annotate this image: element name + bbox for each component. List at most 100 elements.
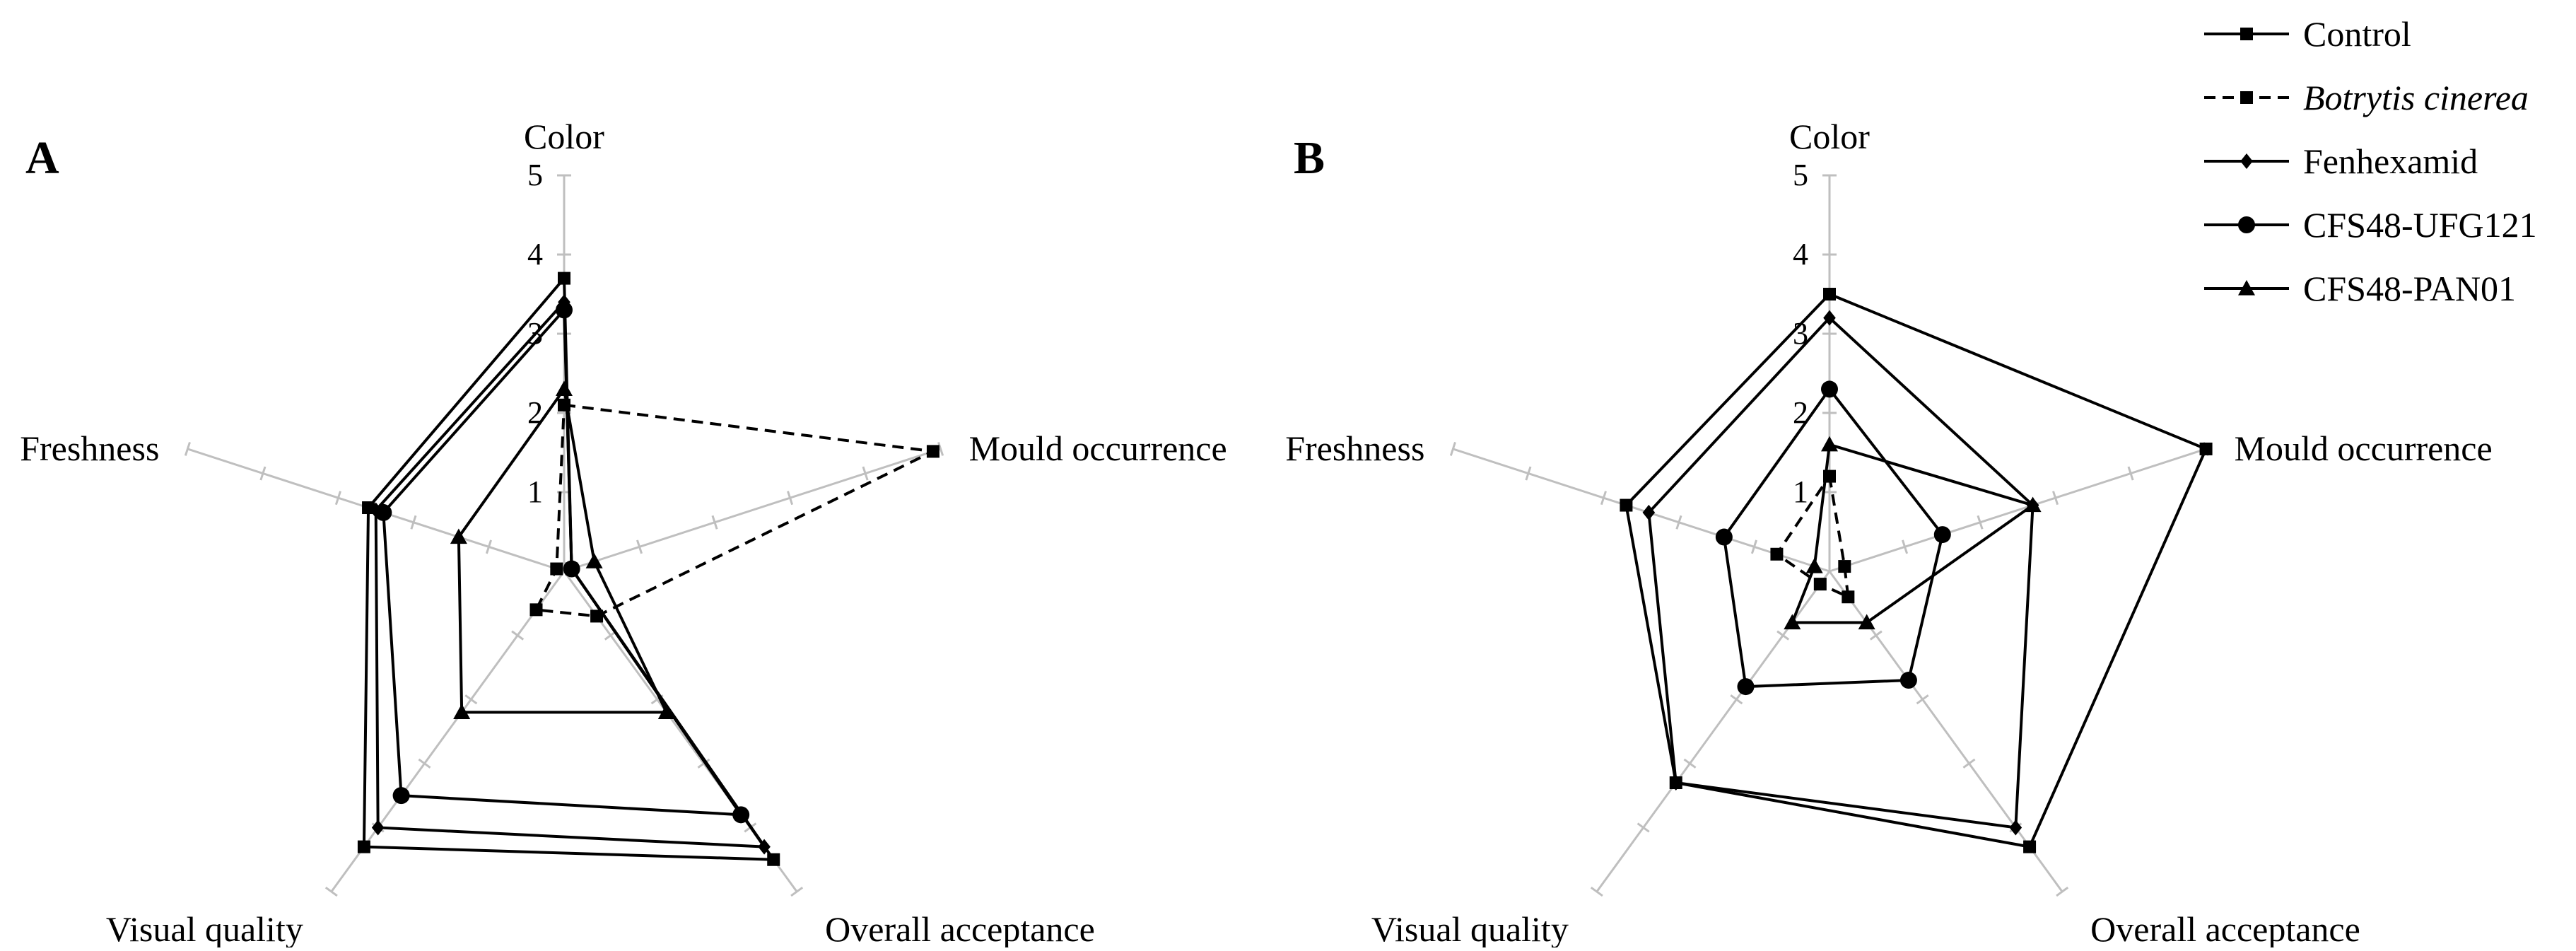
axis-label-overall-acceptance: Overall acceptance (825, 909, 1095, 947)
axis-label-freshness: Freshness (20, 428, 159, 468)
legend-item-cfs48-ufg121: CFS48-UFG121 (2204, 205, 2537, 245)
axis-tick (324, 886, 338, 897)
axis-label-visual-quality: Visual quality (1371, 909, 1569, 947)
data-point-cfs48-ufg121-color (1821, 380, 1838, 398)
panel-letter: B (1294, 132, 1325, 184)
data-point-cfs48-pan01-visual-quality (453, 704, 471, 719)
data-point-cfs48-pan01-mould-occurrence (2024, 496, 2042, 513)
data-point-cfs48-pan01-color (1821, 436, 1838, 452)
series-botrytis-cinerea (529, 398, 939, 623)
axis-tick (1902, 539, 1909, 554)
axis-label-mould-occurrence: Mould occurrence (969, 428, 1227, 468)
data-point-botrytis-cinerea-freshness (1770, 547, 1784, 561)
legend-item-botrytis-cinerea: Botrytis cinerea (2204, 78, 2529, 117)
data-point-cfs48-ufg121-visual-quality (1737, 678, 1755, 696)
legend-marker-square (2240, 28, 2253, 40)
axis-line-freshness (1452, 448, 1830, 573)
axis-tick (1637, 822, 1650, 833)
axis-tick (1869, 630, 1883, 641)
data-point-control-mould-occurrence (2199, 442, 2213, 455)
axis-tick (1977, 515, 1984, 530)
axis-tick (787, 491, 794, 506)
data-point-fenhexamid-color (1823, 310, 1836, 326)
data-point-control-overall-acceptance (767, 853, 780, 866)
axis-label-overall-acceptance: Overall acceptance (2090, 909, 2360, 947)
axis-tick (1449, 441, 1456, 456)
axis-tick (1600, 491, 1607, 506)
series-line-botrytis-cinerea (534, 403, 935, 618)
tick-label-4: 4 (527, 237, 543, 272)
data-point-cfs48-pan01-overall-acceptance (657, 704, 675, 719)
data-point-cfs48-ufg121-mould-occurrence (1933, 526, 1951, 544)
legend-label: Fenhexamid (2303, 141, 2478, 181)
axis-tick (790, 886, 804, 897)
axis-tick (2056, 886, 2069, 897)
axis-tick (636, 539, 643, 554)
axis-tick (1962, 758, 1976, 769)
axis-tick (862, 466, 869, 481)
data-point-cfs48-ufg121-mould-occurrence (563, 560, 580, 578)
series-line-control (1624, 293, 2208, 848)
tick-label-2: 2 (527, 395, 543, 430)
axis-tick (1730, 694, 1743, 705)
axis-tick (511, 630, 525, 641)
series-control (1620, 288, 2213, 853)
panel-letter: A (25, 132, 59, 184)
data-point-botrytis-cinerea-overall-acceptance (1842, 590, 1855, 604)
axis-tick (464, 694, 478, 705)
data-point-botrytis-cinerea-freshness (550, 562, 563, 576)
data-point-fenhexamid-freshness (1642, 504, 1656, 520)
data-point-cfs48-pan01-freshness (450, 528, 467, 544)
legend-item-fenhexamid: Fenhexamid (2204, 141, 2478, 181)
tick-label-1: 1 (527, 474, 543, 509)
series-cfs48-pan01 (450, 380, 675, 719)
data-point-fenhexamid-visual-quality (1669, 775, 1682, 791)
data-point-cfs48-pan01-freshness (1805, 558, 1823, 573)
legend-marker-circle (2238, 216, 2255, 233)
series-line-cfs48-ufg121 (1722, 387, 1944, 689)
data-point-fenhexamid-visual-quality (371, 819, 385, 836)
legend-marker-diamond (2240, 153, 2253, 169)
series-line-fenhexamid (1647, 316, 2035, 829)
axis-tick (1675, 515, 1682, 530)
legend-label: CFS48-UFG121 (2303, 205, 2537, 245)
data-point-control-freshness (1620, 498, 1633, 512)
axis-tick (1916, 694, 1929, 705)
axis-tick (711, 515, 718, 530)
data-point-botrytis-cinerea-visual-quality (1813, 578, 1827, 591)
axis-tick (937, 441, 944, 456)
tick-label-4: 4 (1793, 237, 1808, 272)
legend-item-cfs48-pan01: CFS48-PAN01 (2204, 269, 2516, 308)
data-point-cfs48-pan01-mould-occurrence (585, 553, 603, 568)
axis-tick (259, 466, 267, 481)
data-point-cfs48-ufg121-overall-acceptance (732, 806, 750, 824)
axis-tick (1776, 630, 1790, 641)
data-point-cfs48-pan01-overall-acceptance (1858, 614, 1875, 630)
data-point-cfs48-pan01-visual-quality (1784, 614, 1801, 630)
data-point-cfs48-ufg121-overall-acceptance (1899, 672, 1917, 689)
axis-tick (184, 441, 191, 456)
data-point-cfs48-ufg121-color (556, 301, 573, 319)
data-point-botrytis-cinerea-visual-quality (529, 603, 543, 617)
axis-tick (1590, 886, 1603, 897)
axis-tick (410, 515, 417, 530)
legend-marker-square (2240, 91, 2253, 104)
axis-tick (2052, 491, 2059, 506)
axis-tick (418, 758, 431, 769)
axis-label-mould-occurrence: Mould occurrence (2235, 428, 2493, 468)
axis-label-freshness: Freshness (1285, 428, 1424, 468)
axis-tick (2127, 466, 2134, 481)
series-line-botrytis-cinerea (1775, 474, 1850, 599)
data-point-control-color (558, 272, 570, 285)
axis-tick (1750, 539, 1757, 554)
data-point-fenhexamid-overall-acceptance (758, 839, 771, 855)
series-group (357, 272, 939, 866)
axis-label-visual-quality: Visual quality (106, 909, 303, 947)
data-point-botrytis-cinerea-mould-occurrence (926, 445, 939, 458)
